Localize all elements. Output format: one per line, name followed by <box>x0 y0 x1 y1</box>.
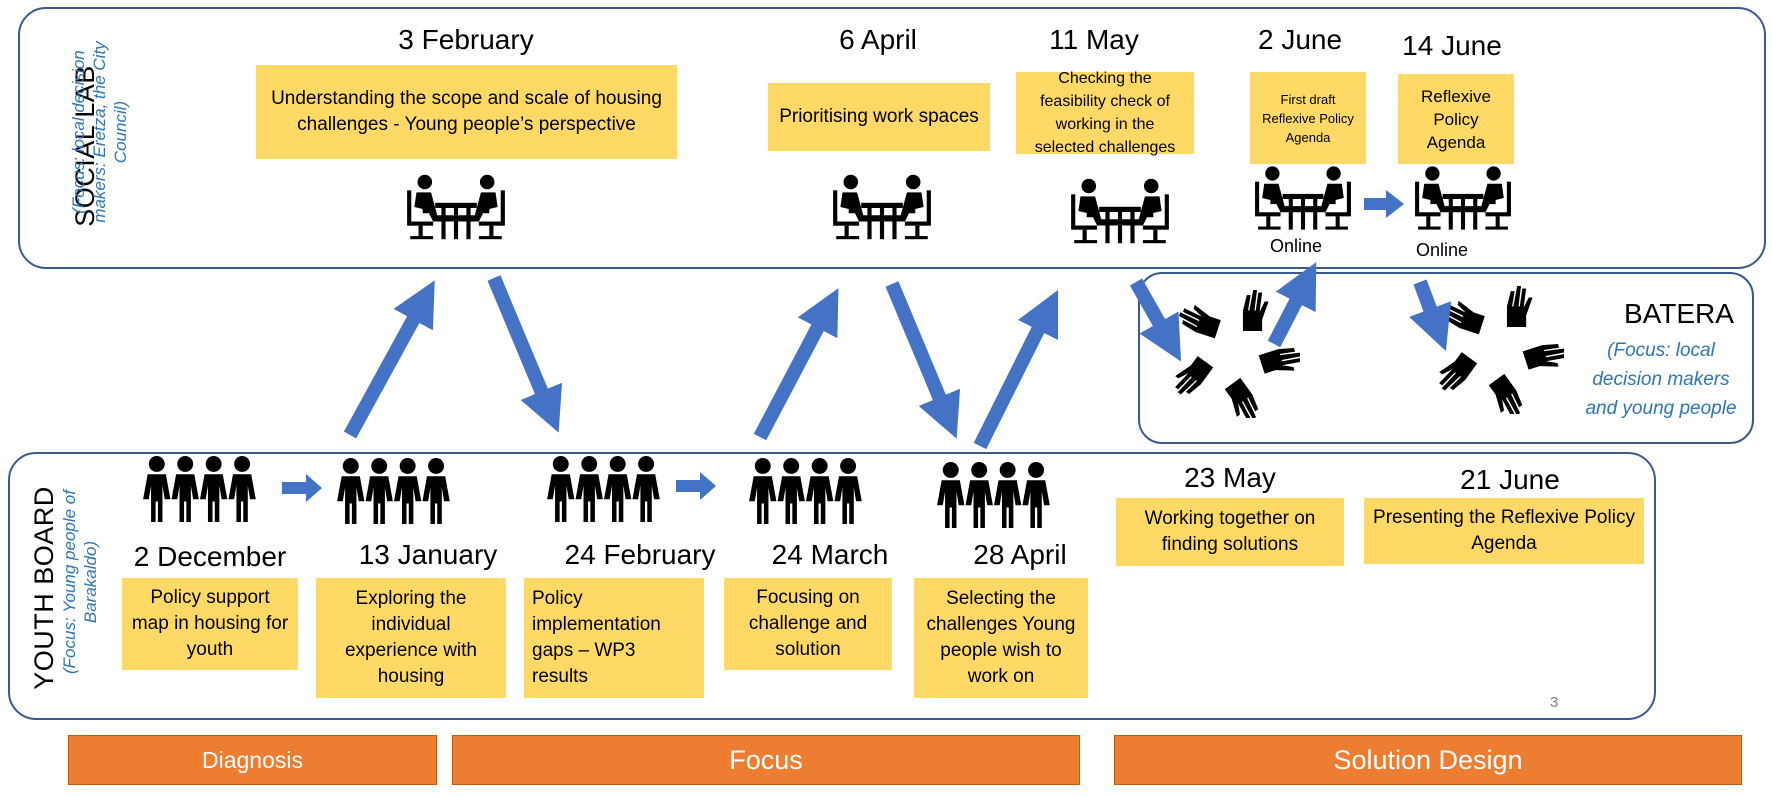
youth-date-1: 2 December <box>133 541 287 572</box>
phase-diagnosis-label: Diagnosis <box>202 746 303 773</box>
arrow-down-batera <box>1129 278 1182 362</box>
youth-box-4: Focusing on challenge and solution <box>724 578 892 670</box>
youth-box-6: Working together on finding solutions <box>1116 498 1344 566</box>
social-date-1: 3 February <box>398 24 534 55</box>
arrow-right-2 <box>676 472 716 500</box>
social-date-2: 6 April <box>839 24 917 55</box>
batera-focus: (Focus: local decision makers and young … <box>1585 340 1737 419</box>
social-mode-5: Online <box>1415 240 1469 260</box>
arrow-down-1 <box>487 275 563 433</box>
arrow-up-3 <box>973 289 1059 450</box>
phase-diagnosis: Diagnosis <box>68 735 437 785</box>
youth-box-7: Presenting the Reflexive Policy Agenda <box>1364 498 1644 564</box>
page-number: 3 <box>1550 694 1559 711</box>
batera-title: BATERA <box>1624 298 1734 329</box>
arrow-up-2 <box>753 288 839 441</box>
social-date-3: 11 May <box>1049 24 1139 55</box>
phase-solution-design-label: Solution Design <box>1333 744 1523 775</box>
social-box-4: First draft Reflexive Policy Agenda <box>1250 72 1366 164</box>
youth-date-7: 21 June <box>1460 464 1560 495</box>
youth-date-2: 13 January <box>358 539 498 570</box>
social-box-2: Prioritising work spaces <box>768 83 990 151</box>
youth-box-5: Selecting the challenges Young people wi… <box>914 578 1088 698</box>
arrow-down-batera-2 <box>1409 279 1452 351</box>
social-box-3: Checking the feasibility check of workin… <box>1016 70 1194 156</box>
youth-date-3: 24 February <box>564 539 716 570</box>
youth-date-4: 24 March <box>771 539 889 570</box>
arrow-down-2 <box>885 281 961 439</box>
arrow-right-1 <box>282 474 322 502</box>
social-date-5: 14 June <box>1402 30 1502 61</box>
youth-date-6: 23 May <box>1184 462 1276 493</box>
social-mode-4: Online <box>1269 236 1323 256</box>
youth-box-3: Policy implementation gaps – WP3 results <box>524 578 704 698</box>
youth-box-2: Exploring the individual experience with… <box>316 578 506 698</box>
youth-box-1: Policy support map in housing for youth <box>122 578 298 670</box>
arrow-up-1 <box>343 280 435 439</box>
arrow-right-3 <box>1364 190 1404 218</box>
phase-focus-label: Focus <box>729 744 803 775</box>
social-box-1: Understanding the scope and scale of hou… <box>256 65 677 159</box>
social-date-4: 2 June <box>1257 24 1343 55</box>
phase-focus: Focus <box>452 735 1080 785</box>
arrow-up-batera <box>1267 262 1317 348</box>
batera-panel <box>1138 272 1754 444</box>
youth-date-5: 28 April <box>973 539 1067 570</box>
social-box-5: Reflexive Policy Agenda <box>1398 74 1514 164</box>
phase-solution-design: Solution Design <box>1114 735 1742 785</box>
